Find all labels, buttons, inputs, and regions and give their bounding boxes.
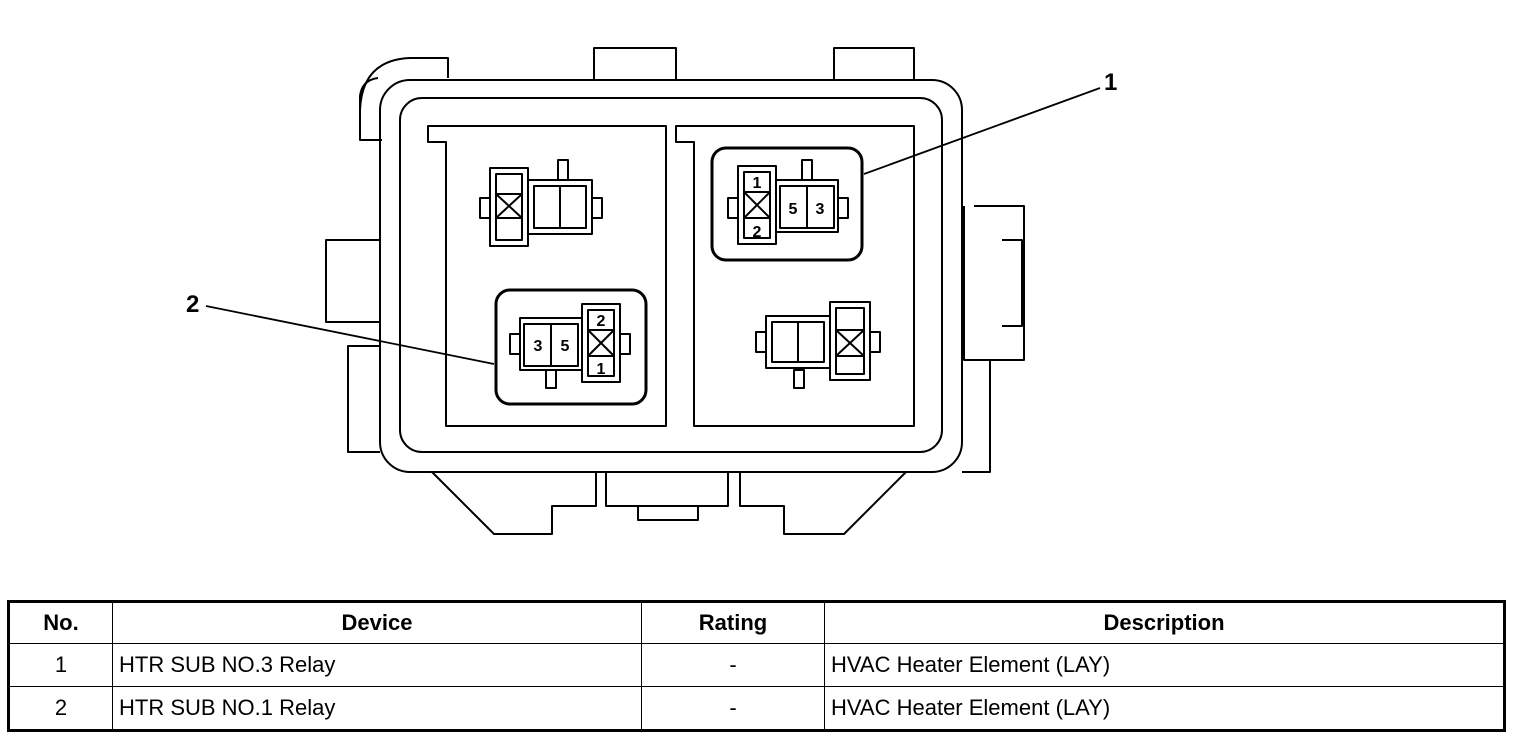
left-compartment xyxy=(427,125,667,427)
relay-2-socket xyxy=(494,288,648,406)
housing-tabs xyxy=(325,47,1025,535)
header-rating: Rating xyxy=(641,601,825,644)
table-row: 1 HTR SUB NO.3 Relay - HVAC Heater Eleme… xyxy=(8,643,1505,687)
housing-outer-outline xyxy=(379,79,963,473)
row-device: HTR SUB NO.1 Relay xyxy=(112,686,642,731)
relay-2-pin-bottom: 1 xyxy=(597,361,606,378)
relay-socket-upper-left xyxy=(479,159,603,247)
row-no: 2 xyxy=(8,686,113,731)
relay-1-pin-top: 1 xyxy=(753,175,762,192)
row-device: HTR SUB NO.3 Relay xyxy=(112,643,642,687)
header-no: No. xyxy=(8,601,113,644)
row-no: 1 xyxy=(8,643,113,687)
relay-1-pin-mid-right: 3 xyxy=(816,201,825,218)
relay-block-diagram: 1 2 5 3 2 1 3 5 1 2 xyxy=(186,47,1117,535)
header-description: Description xyxy=(824,601,1505,644)
callout-1-leader xyxy=(863,87,1101,175)
callout-2-label: 2 xyxy=(186,291,199,318)
row-rating: - xyxy=(641,686,825,731)
row-description: HVAC Heater Element (LAY) xyxy=(824,686,1505,731)
header-device: Device xyxy=(112,601,642,644)
relay-1-pin-mid-left: 5 xyxy=(789,201,798,218)
row-description: HVAC Heater Element (LAY) xyxy=(824,643,1505,687)
relay-2-pin-top: 2 xyxy=(597,313,606,330)
relay-1-socket xyxy=(710,146,864,262)
right-compartment xyxy=(675,125,915,427)
callout-2-leader xyxy=(205,305,495,365)
relay-socket-lower-right xyxy=(755,301,881,389)
relay-2-pin-labels: 2 1 3 5 xyxy=(534,313,606,378)
housing-inner-outline xyxy=(399,97,943,453)
relay-2-pin-mid-right: 5 xyxy=(561,338,570,355)
relay-1-pin-labels: 1 2 5 3 xyxy=(753,175,825,241)
row-rating: - xyxy=(641,643,825,687)
callout-1-label: 1 xyxy=(1104,69,1117,96)
relay-1-pin-bottom: 2 xyxy=(753,224,762,241)
table-row: 2 HTR SUB NO.1 Relay - HVAC Heater Eleme… xyxy=(8,686,1505,731)
relay-legend-table: No. Device Rating Description 1 HTR SUB … xyxy=(7,600,1506,732)
relay-2-pin-mid-left: 3 xyxy=(534,338,543,355)
table-header-row: No. Device Rating Description xyxy=(8,601,1505,644)
